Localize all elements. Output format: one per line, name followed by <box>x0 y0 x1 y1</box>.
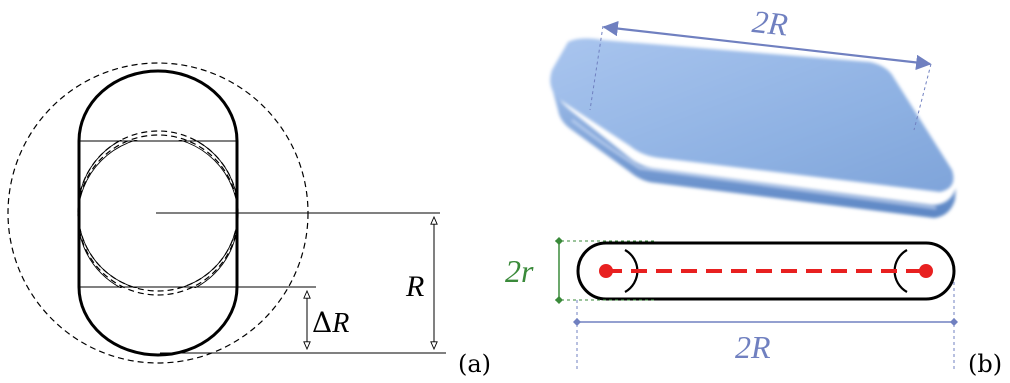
top-left-extension <box>589 25 604 111</box>
panel-a-tag: (a) <box>458 350 491 378</box>
stadium-2d <box>576 241 956 301</box>
label-delta-r: ΔR <box>312 306 349 339</box>
bottom-right-diamond <box>950 318 958 326</box>
panel-a: R ΔR (a) <box>7 62 491 378</box>
label-2r-small: 2r <box>505 253 534 289</box>
upper-dashed-circle <box>77 130 239 292</box>
green-bottom-diamond <box>555 296 563 304</box>
bottom-left-diamond <box>573 318 581 326</box>
inner-circle-top <box>79 140 237 288</box>
delta-r-letter: R <box>331 308 349 339</box>
left-red-dot <box>599 264 613 278</box>
slab-3d <box>550 38 956 218</box>
panel-b-tag: (b) <box>968 350 1002 378</box>
delta-symbol: Δ <box>312 306 332 339</box>
slab-top <box>550 38 954 193</box>
panel-b: 2R 2r 2R (b) <box>505 3 1002 378</box>
slab-highlight <box>571 119 937 209</box>
right-red-dot <box>919 264 933 278</box>
top-right-extension <box>913 63 932 131</box>
green-top-diamond <box>555 237 563 245</box>
label-r: R <box>405 270 424 303</box>
label-bottom-2r: 2R <box>735 329 771 365</box>
inner-circle-bottom <box>79 140 237 288</box>
top-2r-arrow <box>602 20 932 71</box>
label-top-2r: 2R <box>751 3 791 43</box>
lower-dashed-circle <box>77 134 239 296</box>
